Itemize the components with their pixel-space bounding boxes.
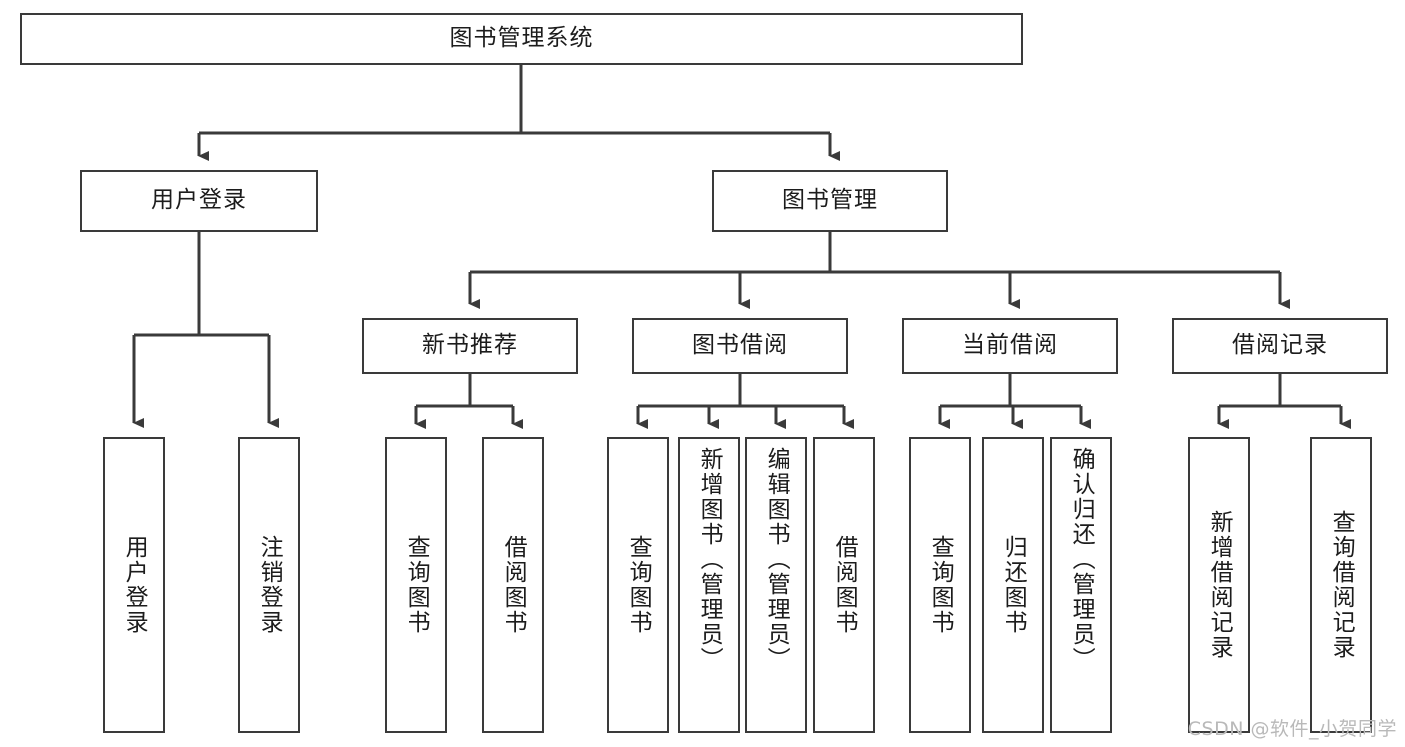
node-leaf-logout[interactable]: 注销登录	[238, 437, 300, 733]
node-leaf-return-book[interactable]: 归还图书	[982, 437, 1044, 733]
node-new-book-recommend[interactable]: 新书推荐	[362, 318, 578, 374]
node-leaf-label: 新增图书（管理员）	[696, 447, 723, 672]
node-leaf-query-book-recommend[interactable]: 查询图书	[385, 437, 447, 733]
node-leaf-label: 归还图书	[1000, 535, 1027, 635]
node-leaf-label: 查询图书	[625, 535, 652, 635]
node-leaf-borrow-book[interactable]: 借阅图书	[813, 437, 875, 733]
node-leaf-user-login[interactable]: 用户登录	[103, 437, 165, 733]
node-leaf-confirm-return-admin[interactable]: 确认归还（管理员）	[1050, 437, 1112, 733]
node-user-login[interactable]: 用户登录	[80, 170, 318, 232]
node-leaf-add-book-admin[interactable]: 新增图书（管理员）	[678, 437, 740, 733]
node-leaf-label: 查询图书	[403, 535, 430, 635]
node-book-borrow[interactable]: 图书借阅	[632, 318, 848, 374]
node-leaf-label: 注销登录	[256, 535, 283, 635]
node-borrow-record[interactable]: 借阅记录	[1172, 318, 1388, 374]
node-leaf-label: 新增借阅记录	[1206, 510, 1233, 660]
node-leaf-label: 查询图书	[927, 535, 954, 635]
node-leaf-label: 借阅图书	[500, 535, 527, 635]
node-leaf-label: 查询借阅记录	[1328, 510, 1355, 660]
node-leaf-label: 确认归还（管理员）	[1068, 447, 1095, 672]
csdn-watermark: CSDN @软件_小贺同学	[1187, 718, 1397, 740]
node-leaf-query-book-borrow[interactable]: 查询图书	[607, 437, 669, 733]
node-root-system[interactable]: 图书管理系统	[20, 13, 1023, 65]
node-current-borrow[interactable]: 当前借阅	[902, 318, 1118, 374]
node-leaf-add-borrow-record[interactable]: 新增借阅记录	[1188, 437, 1250, 733]
node-leaf-query-borrow-record[interactable]: 查询借阅记录	[1310, 437, 1372, 733]
node-leaf-label: 用户登录	[121, 535, 148, 635]
node-leaf-query-book-current[interactable]: 查询图书	[909, 437, 971, 733]
node-leaf-borrow-book-recommend[interactable]: 借阅图书	[482, 437, 544, 733]
node-book-management[interactable]: 图书管理	[712, 170, 948, 232]
node-leaf-label: 借阅图书	[831, 535, 858, 635]
node-leaf-edit-book-admin[interactable]: 编辑图书（管理员）	[745, 437, 807, 733]
node-leaf-label: 编辑图书（管理员）	[763, 447, 790, 672]
